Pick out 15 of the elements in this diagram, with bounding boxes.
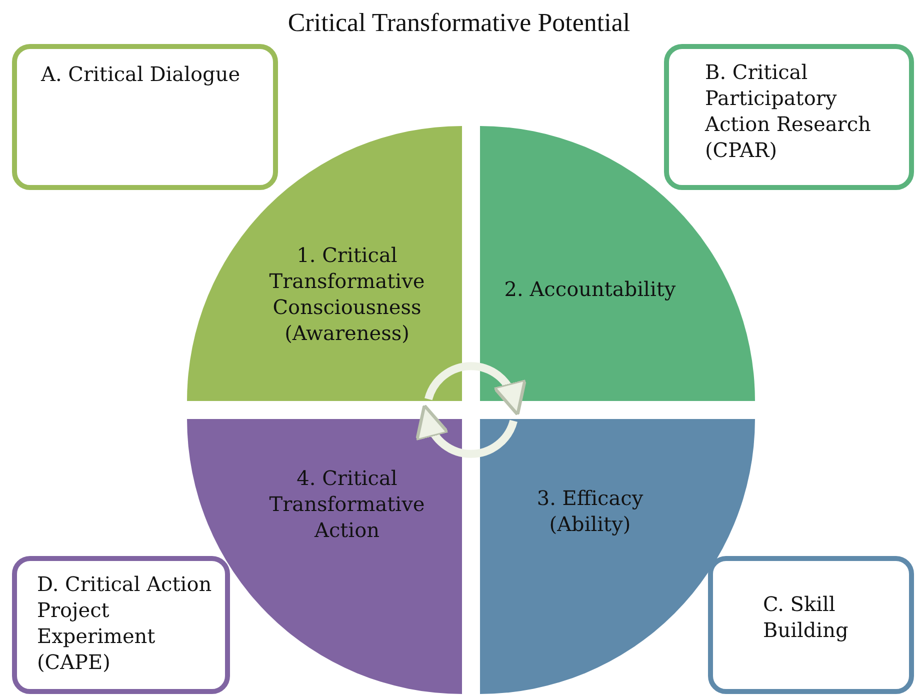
category-box bbox=[12, 44, 278, 190]
box-text: D. Critical Action Project Experiment (CAPE) bbox=[37, 571, 213, 675]
category-box bbox=[664, 44, 914, 190]
box-text: B. Critical Participatory Action Research (CPAR) bbox=[705, 59, 872, 163]
category-box bbox=[12, 556, 230, 694]
quadrant-text: 3. Efficacy (Ability) bbox=[536, 485, 644, 537]
box-text: C. Skill Building bbox=[763, 591, 850, 643]
quadrant-text: 1. Critical Transformative Consciousness (Awareness) bbox=[268, 242, 426, 346]
cycle-arrow bbox=[416, 404, 518, 458]
category-box bbox=[708, 556, 914, 694]
diagram-title: Critical Transformative Potential bbox=[286, 8, 632, 38]
cycle-arrow bbox=[424, 362, 526, 416]
box-text: A. Critical Dialogue bbox=[41, 61, 241, 87]
quadrant-text: 4. Critical Transformative Action bbox=[268, 465, 426, 543]
quadrant-text: 2. Accountability bbox=[503, 276, 677, 302]
